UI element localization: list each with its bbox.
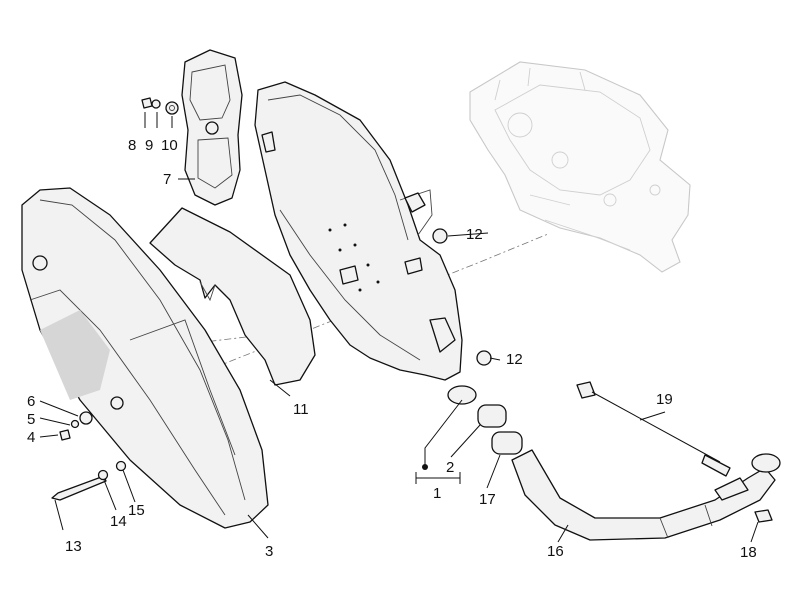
callout-1: 1 (433, 485, 441, 502)
shield-fastener-set (59, 411, 93, 441)
callout-2: 2 (446, 459, 454, 476)
callout-11: 11 (293, 401, 309, 418)
bolt-washer-nut-set (141, 97, 179, 115)
callout-8: 8 (128, 137, 136, 154)
callout-17: 17 (479, 491, 496, 508)
callout-16: 16 (547, 543, 564, 560)
pipe-nut (754, 509, 773, 523)
muffler-heat-shield (21, 187, 269, 529)
callout-18: 18 (740, 544, 757, 561)
shield-bolt-set (51, 460, 127, 501)
callout-3: 3 (265, 543, 273, 560)
muffler-bracket (181, 49, 243, 206)
callout-19: 19 (656, 391, 673, 408)
lambda-sensor (576, 381, 731, 477)
muffler-body (254, 81, 463, 381)
grommet-upper (432, 228, 448, 244)
callout-7: 7 (163, 171, 171, 188)
callout-12-lower: 12 (506, 351, 523, 368)
callout-13: 13 (65, 538, 82, 555)
callout-12-upper: 12 (466, 226, 483, 243)
exhaust-gaskets (447, 385, 523, 455)
callout-4: 4 (27, 429, 35, 446)
callout-10: 10 (161, 137, 178, 154)
callout-labels: 1 2 3 4 5 6 7 8 9 10 11 12 12 13 14 15 1… (27, 137, 757, 561)
callout-14: 14 (110, 513, 127, 530)
callout-15: 15 (128, 502, 145, 519)
callout-leaders (39, 112, 759, 543)
engine-crankcase-ghost (469, 61, 691, 273)
callout-5: 5 (27, 411, 35, 428)
insulation-sheet (149, 207, 316, 386)
exhaust-manifold-pipe (511, 449, 781, 541)
grommet-lower (476, 350, 492, 366)
callout-6: 6 (27, 393, 35, 410)
callout-9: 9 (145, 137, 153, 154)
